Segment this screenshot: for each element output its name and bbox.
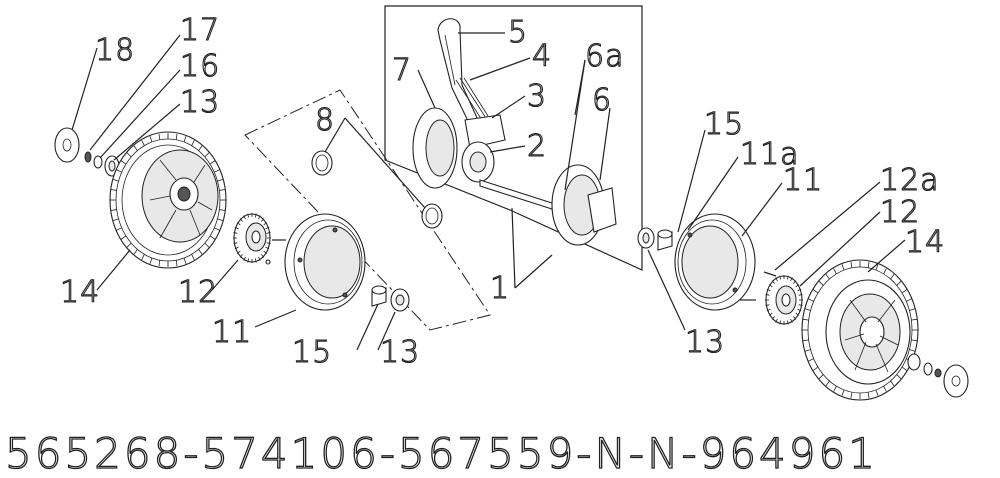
part-11-cover-right	[674, 213, 756, 311]
part-number-line: 565268-574106-567559-N-N-964961	[5, 429, 878, 478]
part-2-hub	[461, 141, 495, 183]
subassembly-dashdot-frame	[244, 89, 491, 331]
part-15-bushing-right	[657, 229, 673, 251]
part-13-bearing-right	[637, 227, 655, 249]
callout-11a: 11a	[740, 137, 800, 172]
part-14-wheel-left	[109, 131, 227, 269]
callout-7: 7	[392, 53, 412, 88]
part-13-bearing-bottom	[390, 288, 410, 312]
part-8-bushing-upper	[311, 150, 333, 176]
part-13-bearing-far-right	[907, 353, 921, 371]
callout-labels: 18 17 16 13 14 12 11 15 13 8 7 5 4 3 2 6…	[59, 12, 945, 370]
callout-18: 18	[95, 33, 135, 68]
callout-5: 5	[508, 15, 528, 50]
callout-13-bottom: 13	[380, 335, 420, 370]
leader-lines	[71, 32, 906, 351]
callout-12-right: 12	[880, 195, 920, 230]
callout-13-left: 13	[180, 85, 220, 120]
part-14-wheel-right	[801, 259, 919, 401]
callout-8: 8	[315, 103, 335, 138]
callout-2: 2	[527, 129, 547, 164]
callout-14-right: 14	[905, 225, 945, 260]
part-8-bushing-lower	[421, 203, 443, 229]
callout-1: 1	[490, 271, 510, 306]
part-16-washer	[93, 155, 103, 169]
part-18-hubcap	[54, 127, 80, 163]
part-3-lever	[464, 114, 506, 149]
callout-17: 17	[180, 13, 220, 48]
part-7-disc	[412, 107, 458, 189]
callout-4: 4	[532, 39, 552, 74]
callout-6: 6	[592, 83, 612, 118]
callout-11-left: 11	[212, 315, 252, 350]
callout-6a: 6a	[585, 39, 624, 74]
part-16-washer-right	[923, 362, 933, 376]
callout-15-left: 15	[292, 335, 332, 370]
part-17-clip	[84, 151, 92, 163]
part-18-hubcap-right	[943, 364, 969, 398]
callout-3: 3	[527, 79, 547, 114]
part-17-clip-right	[934, 368, 942, 378]
part-6-disc	[551, 164, 617, 246]
callout-14-left: 14	[60, 275, 100, 310]
part-12-gear-left	[233, 213, 286, 265]
part-4-spring	[455, 77, 489, 121]
callout-15-right: 15	[704, 107, 744, 142]
part-11-cover-left	[284, 213, 366, 311]
part-5-handle	[437, 18, 479, 126]
callout-11-right: 11	[783, 163, 823, 198]
callout-12-left: 12	[178, 275, 218, 310]
callout-16: 16	[180, 49, 220, 84]
callout-13-right: 13	[685, 325, 725, 360]
part-12-gear-right	[763, 271, 803, 325]
part-15-bushing-left	[371, 285, 387, 307]
callout-12a: 12a	[880, 163, 940, 198]
